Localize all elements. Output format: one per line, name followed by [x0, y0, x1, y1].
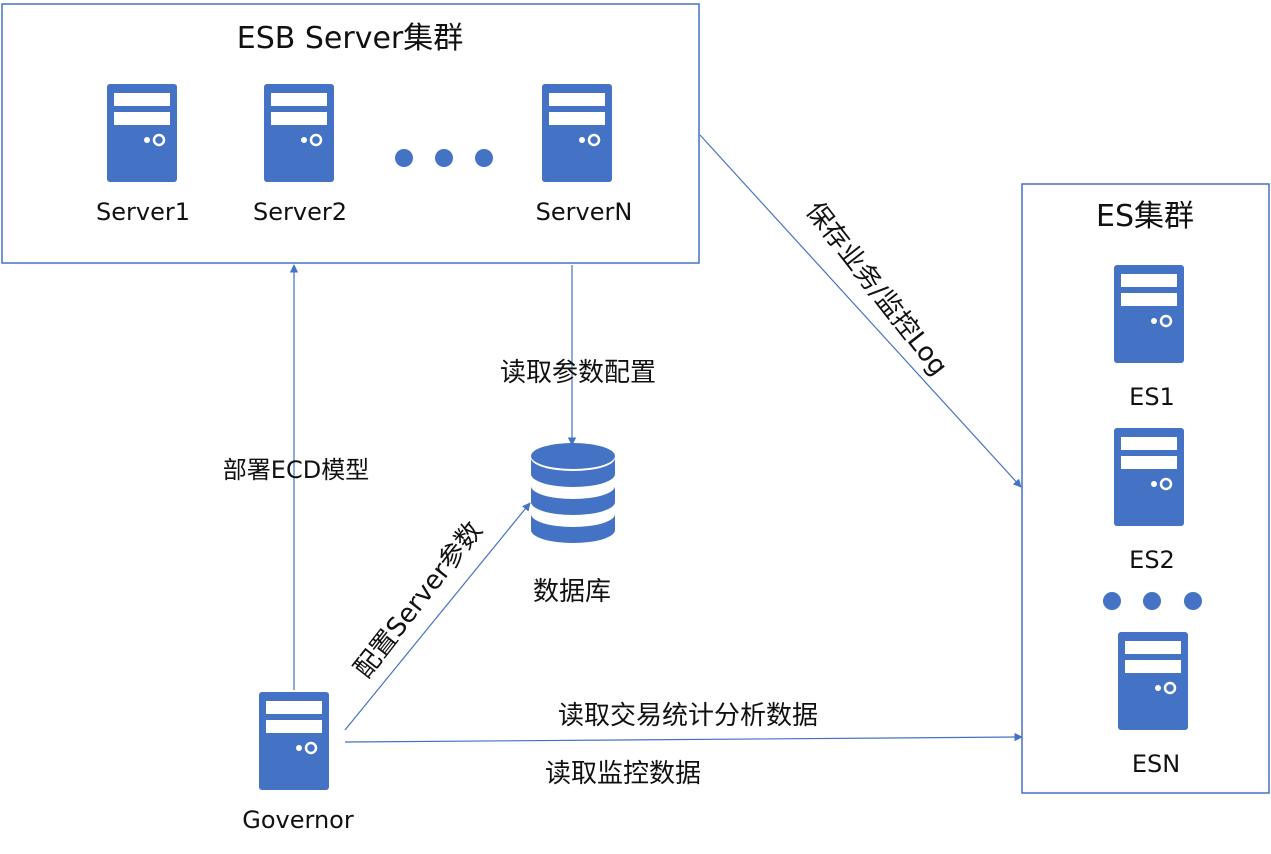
save-log-label: 保存业务/监控Log — [799, 197, 953, 382]
read-monitor-label: 读取监控数据 — [545, 759, 701, 789]
es2-label: ES2 — [1129, 546, 1175, 574]
servern-label: ServerN — [536, 198, 633, 226]
es1-label: ES1 — [1129, 383, 1175, 411]
esn-label: ESN — [1132, 750, 1180, 778]
save-log-arrow — [699, 134, 1022, 488]
read-stats-label: 读取交易统计分析数据 — [558, 701, 818, 731]
governor-label: Governor — [242, 806, 354, 834]
server2-label: Server2 — [253, 198, 347, 226]
read-data-arrow — [344, 732, 1023, 743]
database-label: 数据库 — [533, 577, 611, 607]
database-icon — [531, 443, 615, 543]
server-icon — [1112, 426, 1186, 528]
server-icon — [1112, 263, 1186, 365]
ellipsis-dots-icon — [395, 149, 493, 167]
server-icon — [540, 82, 614, 184]
server-icon — [105, 82, 179, 184]
config-server-arrow — [344, 502, 531, 731]
esb-cluster-title: ESB Server集群 — [237, 21, 464, 56]
read-params-label: 读取参数配置 — [500, 358, 656, 388]
server-icon — [262, 82, 336, 184]
config-server-label: 配置Server参数 — [349, 516, 489, 684]
server1-label: Server1 — [96, 198, 190, 226]
server-icon — [1116, 630, 1190, 732]
deploy-model-label: 部署ECD模型 — [223, 456, 369, 484]
server-icon — [257, 690, 331, 792]
es-cluster-title: ES集群 — [1096, 199, 1194, 234]
ellipsis-dots-icon — [1103, 592, 1202, 610]
